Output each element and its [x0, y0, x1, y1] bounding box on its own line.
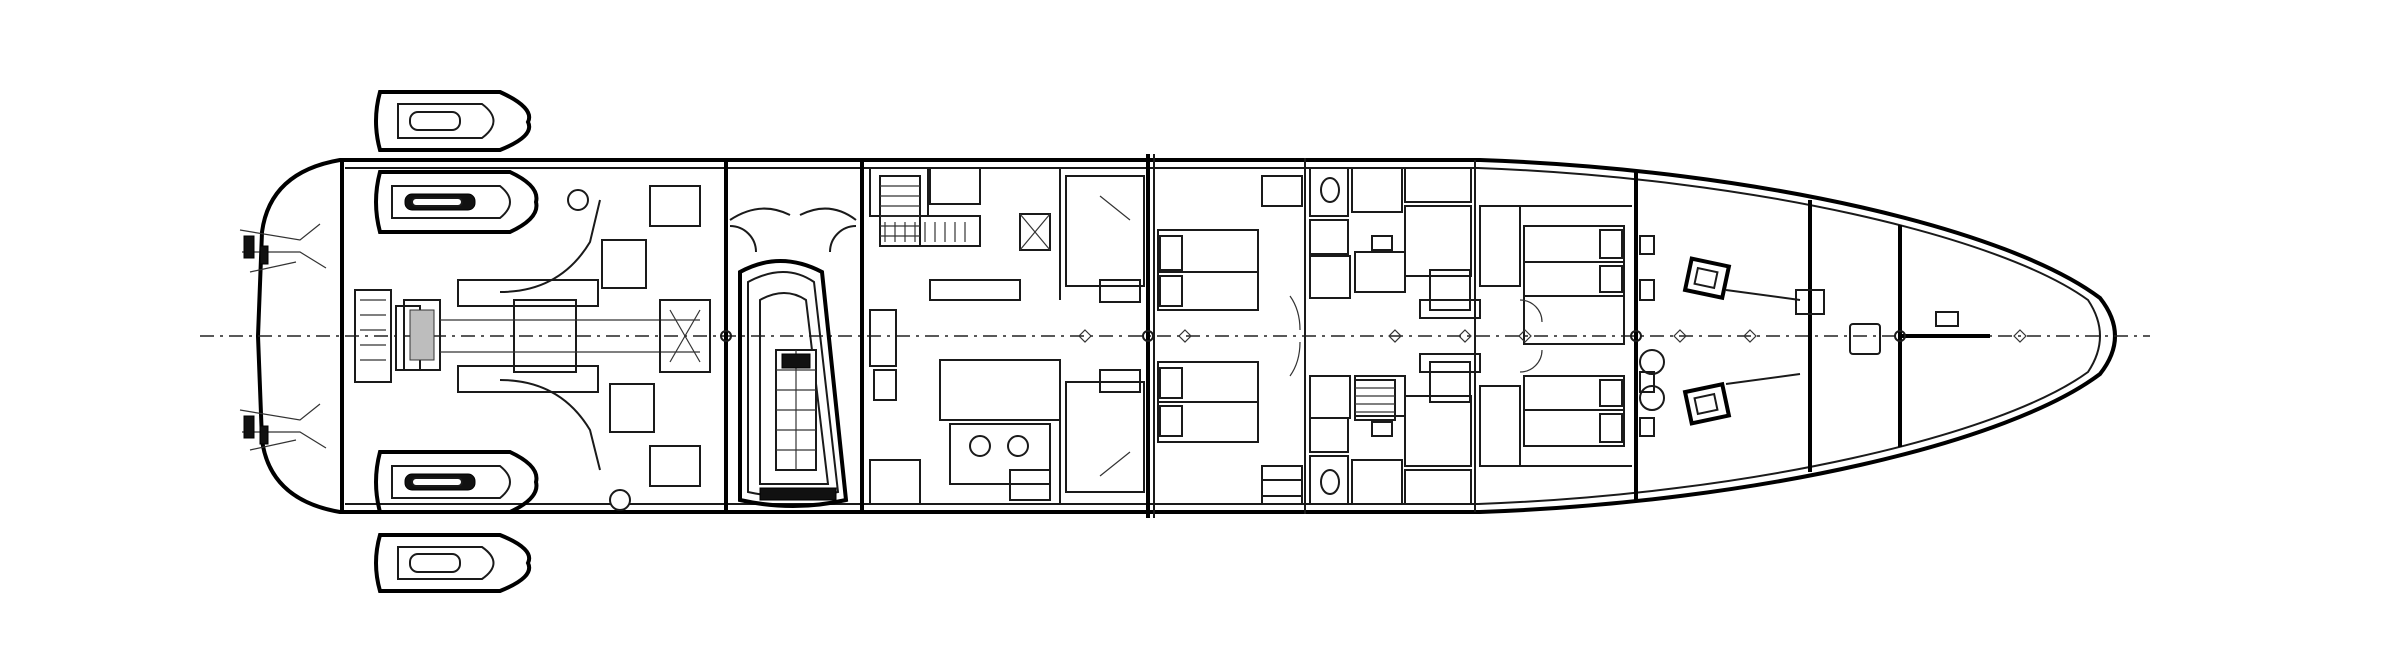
centerline-markers: [720, 329, 2027, 343]
stern-jets: [239, 223, 327, 451]
jet-ski-top: [374, 90, 532, 152]
stairs: [879, 175, 1396, 421]
jet-ski-bottom: [374, 533, 532, 593]
windlass-area: [1639, 235, 1990, 437]
garage-jet-ski-top: [374, 170, 539, 234]
garage-jet-ski-bottom: [374, 450, 539, 514]
tender-garage: [729, 207, 857, 508]
crew-area: [869, 167, 1145, 505]
bulkheads: [340, 154, 1902, 518]
engine-room: [403, 185, 711, 511]
guest-bathrooms: [1309, 167, 1481, 505]
guest-cabins-aft: [1157, 175, 1303, 505]
guest-cabins-forward: [1479, 205, 1632, 467]
